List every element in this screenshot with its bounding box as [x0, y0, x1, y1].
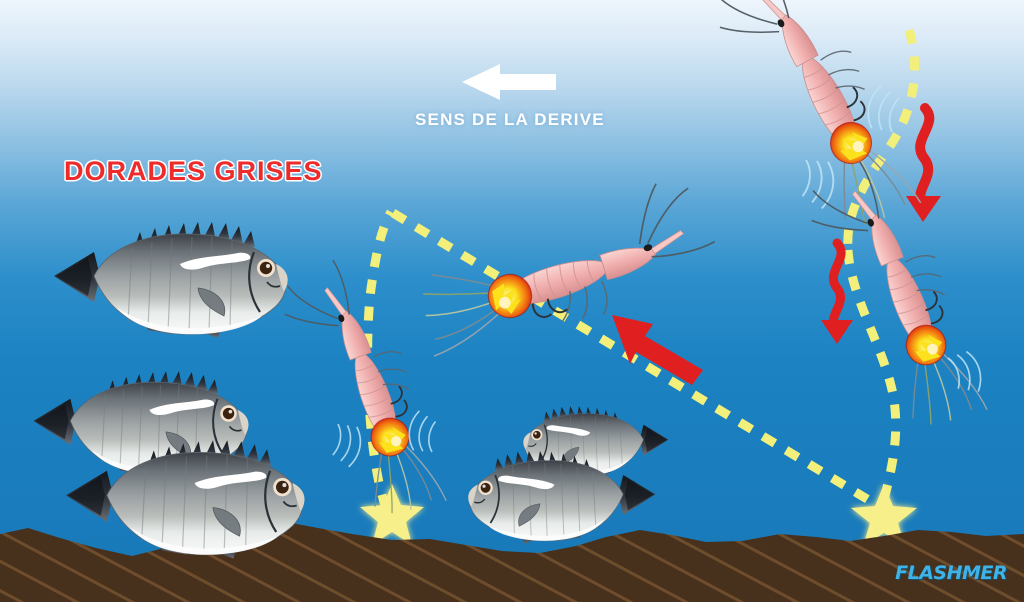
drift-arrow-shape — [462, 64, 556, 100]
sink-arrow-upper-head — [906, 196, 941, 222]
lure-trajectory-left-rise — [363, 209, 395, 510]
species-label: DORADES GRISES — [64, 156, 323, 186]
impact-star-right — [851, 484, 917, 546]
impact-star-left — [360, 484, 424, 545]
strike-arrow — [612, 315, 703, 385]
sink-arrow-lower-head — [821, 320, 853, 344]
sink-arrow-upper — [915, 103, 935, 210]
sink-arrow-lower — [828, 238, 846, 333]
drift-direction-label: SENS DE LA DERIVE — [415, 110, 605, 129]
brand-logo: FLASHMER — [895, 562, 1007, 584]
